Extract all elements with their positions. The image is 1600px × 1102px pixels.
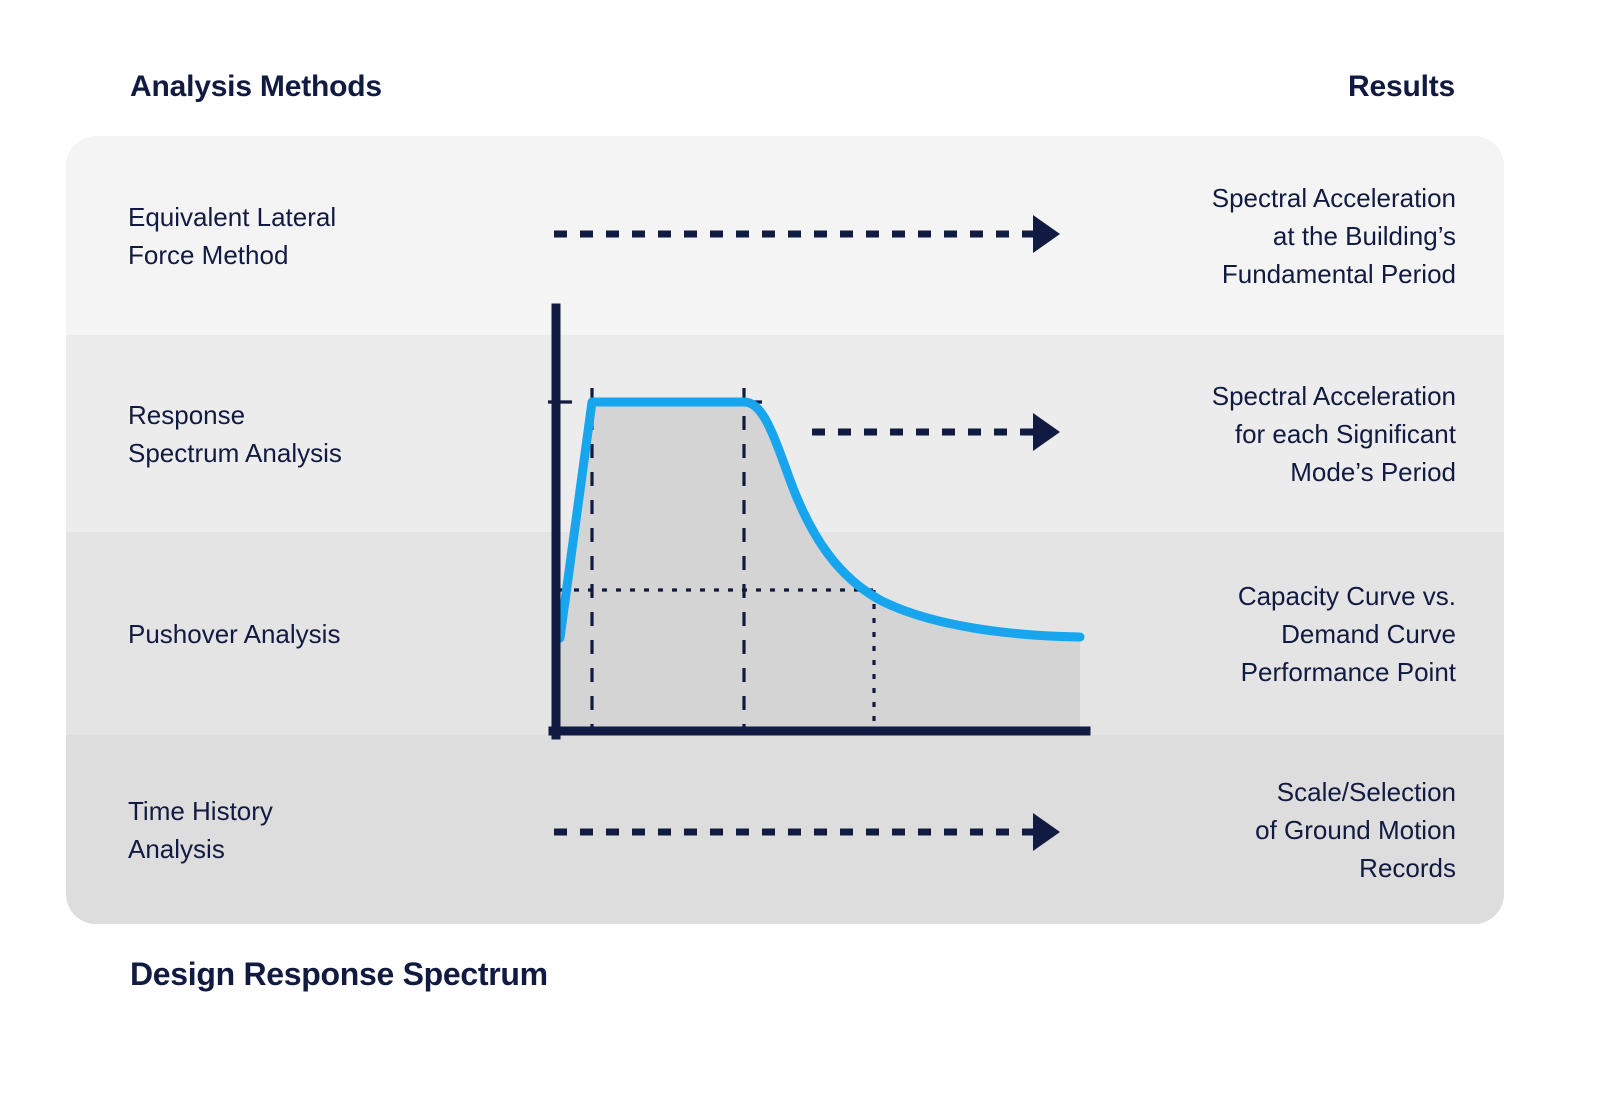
method-label-3: Time History Analysis [128,795,273,864]
row-content: Pushover Analysis Capacity Curve vs. Dem… [66,532,1504,735]
result-label-2: Capacity Curve vs. Demand Curve Performa… [1237,580,1456,687]
rows-card: Equivalent Lateral Force Method Spectral… [66,136,1504,924]
method-label-2: Pushover Analysis [128,618,341,649]
method-label-1: Response Spectrum Analysis [128,399,342,468]
table-row-equivalent-lateral-force: Equivalent Lateral Force Method Spectral… [66,136,1504,335]
result-label-0: Spectral Acceleration at the Building’s … [1211,182,1456,289]
row-content: Time History Analysis Scale/Selection of… [66,735,1504,924]
page-title-analysis-methods: Analysis Methods [130,70,382,103]
row-content: Equivalent Lateral Force Method Spectral… [66,136,1504,335]
table-row-time-history-analysis: Time History Analysis Scale/Selection of… [66,735,1504,924]
table-row-pushover-analysis: Pushover Analysis Capacity Curve vs. Dem… [66,532,1504,735]
page-title-results: Results [1348,70,1455,103]
result-label-1: Spectral Acceleration for each Significa… [1211,380,1456,487]
result-label-3: Scale/Selection of Ground Motion Records [1255,776,1456,883]
method-label-0: Equivalent Lateral Force Method [128,201,337,270]
chart-caption: Design Response Spectrum [130,956,548,992]
row-content: Response Spectrum Analysis Spectral Acce… [66,335,1504,532]
table-row-response-spectrum-analysis: Response Spectrum Analysis Spectral Acce… [66,335,1504,532]
